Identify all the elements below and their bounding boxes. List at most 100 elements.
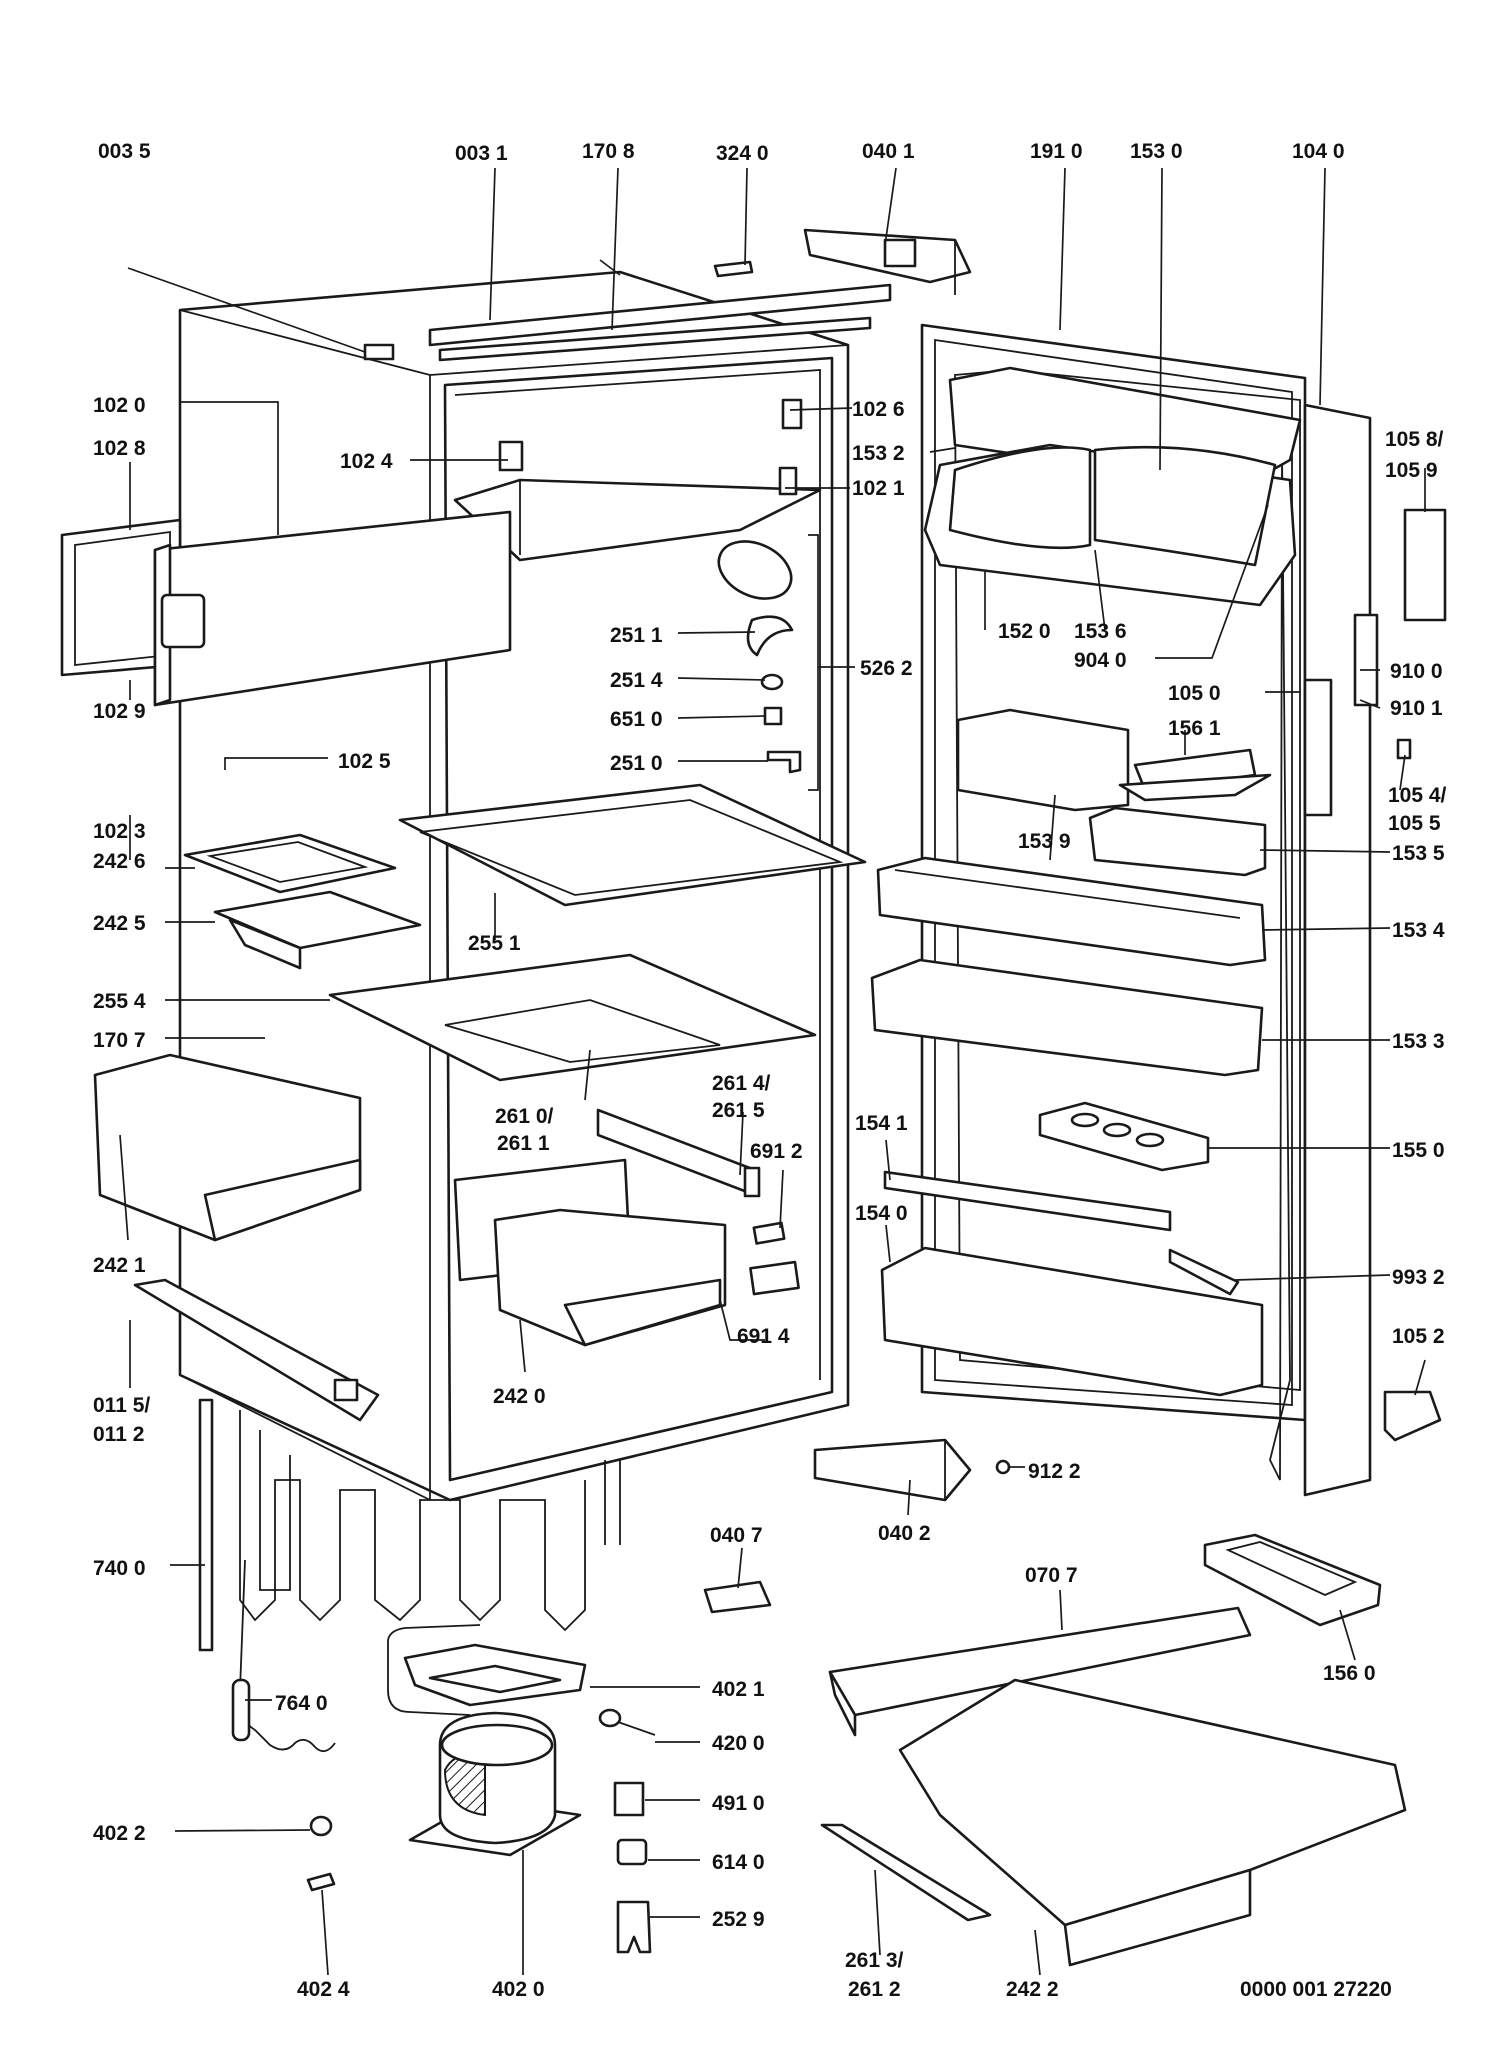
thermostat-capillary-7640	[231, 1559, 336, 1753]
glass-shelf-2551	[398, 783, 867, 907]
label-1028: 102 8	[93, 437, 146, 460]
label-9100: 910 0	[1390, 660, 1443, 683]
label-1707: 170 7	[93, 1029, 146, 1052]
bottom-hinge-0402	[813, 1438, 972, 1502]
label-6912: 691 2	[750, 1140, 803, 1163]
label-1050: 105 0	[1168, 682, 1221, 705]
label-1054: 105 4/	[1388, 784, 1447, 807]
label-1023: 102 3	[93, 820, 146, 843]
top-trim-strips	[428, 259, 892, 362]
label-0402: 040 2	[878, 1522, 931, 1545]
label-2514: 251 4	[610, 669, 663, 692]
bracket-2613	[820, 1823, 992, 1922]
label-1534: 153 4	[1392, 919, 1445, 942]
label-9122: 912 2	[1028, 1460, 1081, 1483]
label-1052: 105 2	[1392, 1325, 1445, 1348]
door-bin-1535	[1088, 806, 1267, 877]
label-2422: 242 2	[1006, 1978, 1059, 2001]
label-1024: 102 4	[340, 450, 393, 473]
label-2511: 251 1	[610, 624, 663, 647]
label-1535: 153 5	[1392, 842, 1445, 865]
label-1540: 154 0	[855, 1202, 908, 1225]
label-2426: 242 6	[93, 850, 146, 873]
label-0115: 011 5/	[93, 1394, 150, 1417]
bottle-shelf-1540	[880, 1246, 1264, 1397]
label-1561: 156 1	[1168, 717, 1221, 740]
label-2615: 261 5	[712, 1099, 765, 1122]
evaporator-coils	[239, 1410, 621, 1632]
ice-tray-1560	[1203, 1533, 1382, 1627]
label-1520: 152 0	[998, 620, 1051, 643]
door-bin-1539	[956, 708, 1130, 812]
door-parts-right	[1168, 508, 1447, 1442]
label-5262: 526 2	[860, 657, 913, 680]
door-shelf-1533	[870, 958, 1264, 1077]
label-4024: 402 4	[297, 1978, 350, 2001]
label-2425: 242 5	[93, 912, 146, 935]
label-7640: 764 0	[275, 1692, 328, 1715]
freezer-door	[60, 510, 512, 707]
label-9040: 904 0	[1074, 649, 1127, 672]
ice-tray-2426	[183, 833, 397, 894]
label-1533: 153 3	[1392, 1030, 1445, 1053]
label-9932: 993 2	[1392, 1266, 1445, 1289]
label-0035: 003 5	[98, 140, 151, 163]
label-2610: 261 0/	[495, 1105, 554, 1128]
label-1021: 102 1	[852, 477, 905, 500]
label-2510: 251 0	[610, 752, 663, 775]
label-4020: 402 0	[492, 1978, 545, 2001]
label-2421: 242 1	[93, 1254, 146, 1277]
label-6510: 651 0	[610, 708, 663, 731]
label-4910: 491 0	[712, 1792, 765, 1815]
egg-tray-1550	[1038, 1101, 1210, 1172]
label-4022: 402 2	[93, 1822, 146, 1845]
label-2554: 255 4	[93, 990, 146, 1013]
label-1532: 153 2	[852, 442, 905, 465]
label-1708: 170 8	[582, 140, 635, 163]
glass-shelf-2554	[328, 953, 817, 1082]
small-components-right-of-compressor	[306, 1708, 656, 1954]
label-1040: 104 0	[1292, 140, 1345, 163]
label-2420: 242 0	[493, 1385, 546, 1408]
cap-0035	[363, 343, 395, 361]
label-2614: 261 4/	[712, 1072, 771, 1095]
small-parts-lower	[749, 1221, 800, 1296]
label-6140: 614 0	[712, 1851, 765, 1874]
drawer-2422	[898, 1678, 1407, 1967]
label-2611: 261 1	[497, 1132, 550, 1155]
label-1058: 105 8/	[1385, 428, 1444, 451]
label-1530: 153 0	[1130, 140, 1183, 163]
condenser-tube-7400	[198, 1398, 214, 1652]
label-1029: 102 9	[93, 700, 146, 723]
small-clip-3240	[713, 260, 754, 278]
label-1025: 102 5	[338, 750, 391, 773]
door-shelf-1534	[876, 856, 1267, 967]
bottle-retainer-1541	[883, 1170, 1172, 1232]
label-1055: 105 5	[1388, 812, 1441, 835]
bottom-rail-0115	[133, 1278, 380, 1422]
label-2613: 261 3/	[845, 1949, 904, 1972]
label-0707: 070 7	[1025, 1564, 1078, 1587]
label-1059: 105 9	[1385, 459, 1438, 482]
leader-lines	[119, 167, 1426, 1976]
label-0407: 040 7	[710, 1524, 763, 1547]
part-number-labels: 003 5 003 1 170 8 324 0 040 1 191 0 153 …	[93, 140, 1447, 2001]
compressor-4020	[387, 1624, 582, 1857]
label-1026: 102 6	[852, 398, 905, 421]
screw-9122	[995, 1459, 1011, 1475]
label-1550: 155 0	[1392, 1139, 1445, 1162]
door-bin-1561	[1118, 748, 1272, 802]
label-2529: 252 9	[712, 1908, 765, 1931]
label-4021: 402 1	[712, 1678, 765, 1701]
document-id: 0000 001 27220	[1240, 1978, 1392, 2001]
label-6914: 691 4	[737, 1325, 790, 1348]
small-plate-0407	[703, 1580, 772, 1614]
label-3240: 324 0	[716, 142, 769, 165]
label-1560: 156 0	[1323, 1662, 1376, 1685]
label-1536: 153 6	[1074, 620, 1127, 643]
crisper-2421	[93, 1053, 362, 1242]
trim-0707	[828, 1606, 1252, 1737]
top-hinge-0401	[803, 228, 972, 295]
